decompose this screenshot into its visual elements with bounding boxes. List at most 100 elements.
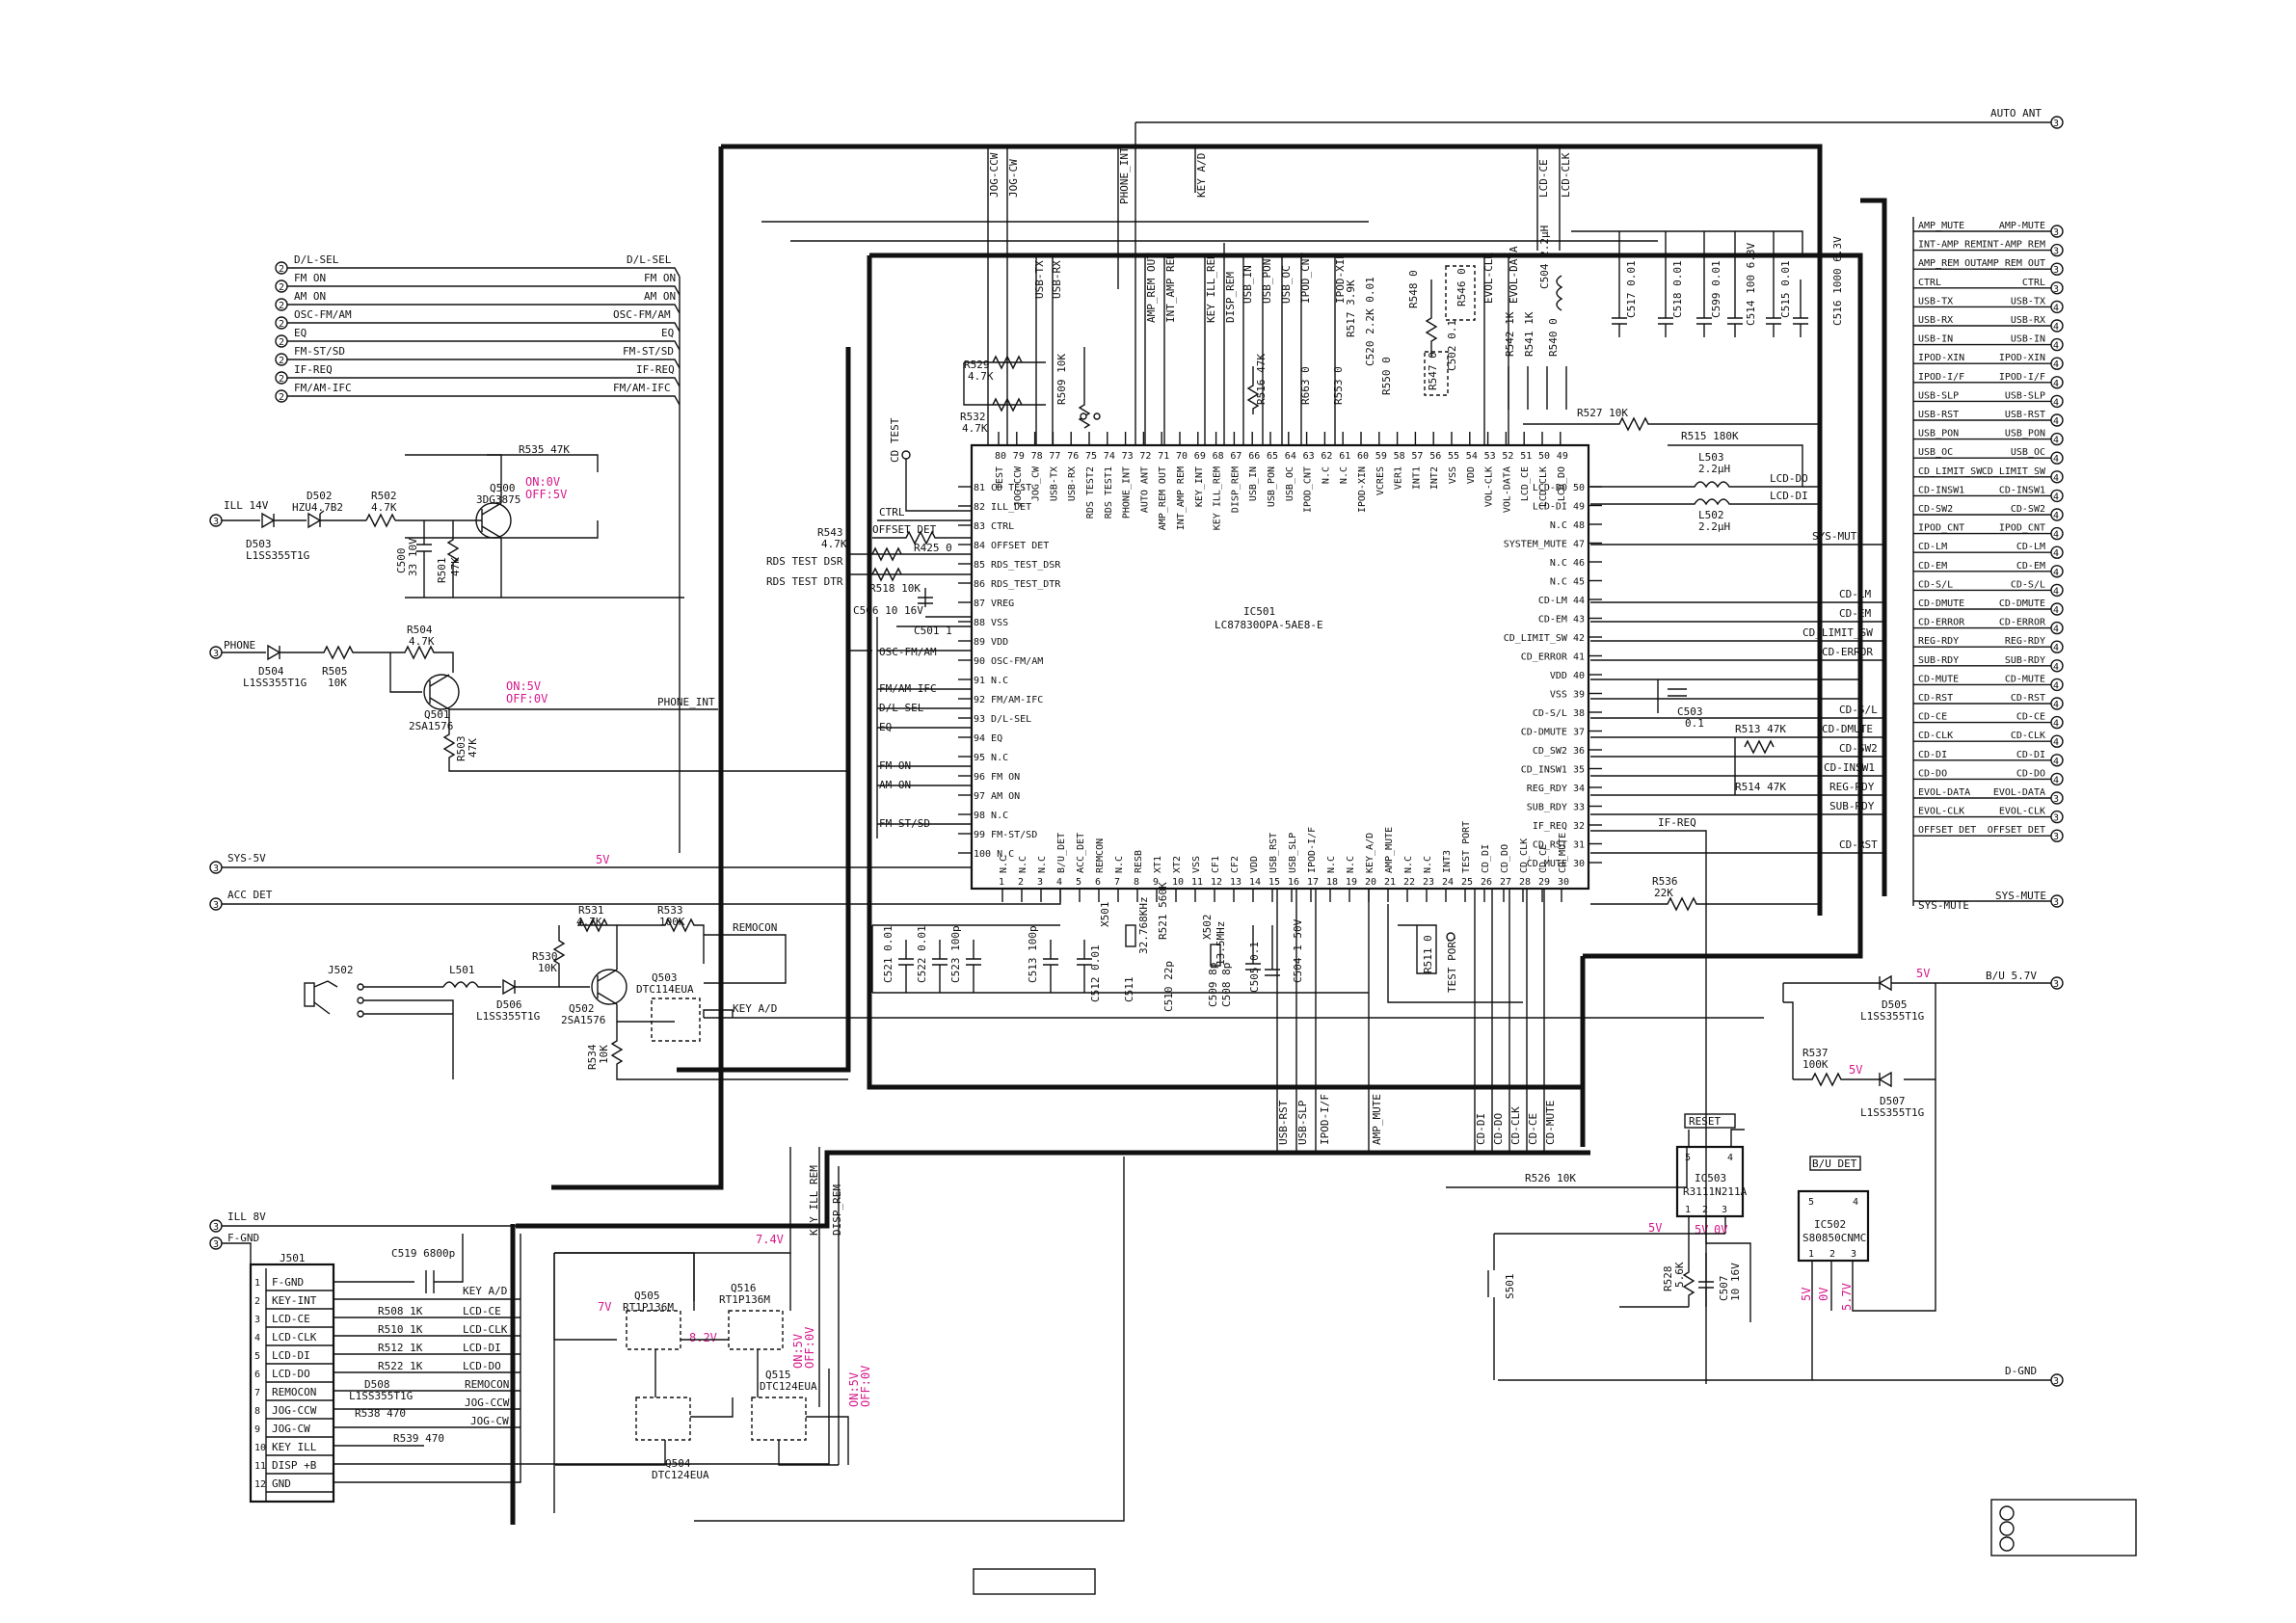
svg-text:C503: C503 — [1677, 705, 1703, 718]
connector-port — [2050, 772, 2064, 786]
connector-row-left: USB-TX — [1918, 296, 1953, 306]
ic-pin-name: VER1 — [1394, 466, 1404, 490]
svg-text:D-GND: D-GND — [2005, 1365, 2037, 1377]
svg-text:REG-RDY: REG-RDY — [1829, 781, 1875, 793]
connector-port-number: 3 — [2053, 227, 2059, 238]
svg-text:3: 3 — [213, 900, 219, 911]
connector-row-right: OFFSET DET — [1988, 825, 2045, 836]
connector-port — [2050, 791, 2064, 805]
svg-text:4.7K: 4.7K — [968, 370, 994, 383]
svg-text:R532: R532 — [960, 411, 986, 423]
svg-text:R522 1K: R522 1K — [378, 1360, 423, 1372]
ic-pin-number: 25 — [1461, 877, 1473, 888]
svg-text:CD-DI: CD-DI — [1475, 1113, 1487, 1145]
svg-text:R537: R537 — [1802, 1047, 1829, 1059]
ic-pin-name: VDD — [1249, 856, 1260, 873]
svg-text:R531: R531 — [578, 904, 604, 917]
svg-text:SUB-RDY: SUB-RDY — [1829, 800, 1875, 812]
d507-diode — [1878, 1071, 1892, 1088]
ic-pin-label: CD-EM 43 — [1538, 615, 1585, 625]
ic-pin-label: 84 OFFSET DET — [974, 541, 1049, 551]
svg-text:X501: X501 — [1099, 902, 1111, 928]
svg-text:CD-DMUTE: CD-DMUTE — [1822, 723, 1873, 735]
connector-port-number: 4 — [2053, 511, 2059, 521]
svg-text:REMOCON: REMOCON — [465, 1378, 509, 1391]
ic-pin-number: 13 — [1230, 877, 1241, 888]
page-strip — [973, 1568, 1096, 1595]
ic-pin-number: 76 — [1067, 451, 1079, 462]
svg-text:DTC124EUA: DTC124EUA — [652, 1469, 709, 1481]
ic-pin-label: CD-LM 44 — [1538, 596, 1585, 606]
reset-box — [1684, 1113, 1736, 1129]
connector-row-left: CD-LM — [1918, 542, 1947, 552]
ic-pin-number: 28 — [1519, 877, 1531, 888]
ic-pin-name: INT2 — [1429, 466, 1440, 490]
svg-text:CD-LM: CD-LM — [1839, 588, 1871, 600]
ic-pin-label: 86 RDS_TEST_DTR — [974, 579, 1061, 590]
svg-text:FM/AM-IFC: FM/AM-IFC — [879, 682, 937, 695]
r505-resistor — [280, 645, 390, 660]
svg-text:10K: 10K — [598, 1045, 610, 1064]
svg-text:KEY A/D: KEY A/D — [733, 1002, 777, 1015]
svg-text:IC502: IC502 — [1814, 1218, 1846, 1231]
ic-pin-number: 21 — [1384, 877, 1396, 888]
connector-port — [2050, 225, 2064, 238]
connector-row-right: USB-TX — [2011, 296, 2045, 306]
svg-text:2: 2 — [279, 282, 284, 293]
connector-row-left: CD-INSW1 — [1918, 485, 1964, 495]
svg-text:CD-SW2: CD-SW2 — [1839, 742, 1878, 755]
svg-text:LCD-DO: LCD-DO — [1770, 472, 1808, 485]
j501-pin-name: DISP +B — [272, 1459, 317, 1472]
connector-port-number: 4 — [2053, 473, 2059, 484]
ic-pin-number: 60 — [1357, 451, 1369, 462]
svg-text:R529: R529 — [964, 359, 990, 371]
svg-text:EQ: EQ — [879, 721, 892, 733]
ic-pin-number: 69 — [1194, 451, 1206, 462]
ic-pin-number: 49 — [1557, 451, 1568, 462]
j501-pin-name: JOG-CW — [272, 1423, 310, 1435]
connector-row-right: CD-MUTE — [2005, 674, 2045, 684]
j501-pin-number: 5 — [254, 1351, 260, 1362]
svg-text:ACC DET: ACC DET — [227, 889, 273, 901]
connector-port — [2050, 678, 2064, 692]
svg-text:47K: 47K — [449, 557, 462, 576]
svg-text:OFF:0V: OFF:0V — [859, 1366, 872, 1407]
connector-row-left: CD-CE — [1918, 712, 1947, 723]
svg-text:R502: R502 — [371, 490, 397, 502]
svg-text:ON:5V: ON:5V — [847, 1372, 861, 1407]
ic-pin-number: 73 — [1122, 451, 1134, 462]
svg-text:R521 560K: R521 560K — [1157, 882, 1169, 940]
svg-text:3: 3 — [2053, 897, 2059, 908]
ic-pin-name: N.C — [1326, 856, 1337, 873]
svg-text:DTC124EUA: DTC124EUA — [760, 1380, 817, 1393]
svg-text:R527 10K: R527 10K — [1577, 407, 1628, 419]
connector-port — [2050, 697, 2064, 710]
svg-text:32.768KHz: 32.768KHz — [1137, 896, 1150, 954]
svg-text:KEY ILL_REM: KEY ILL_REM — [1205, 253, 1217, 323]
connector-row-left: CD-S/L — [1918, 579, 1953, 590]
svg-text:3: 3 — [213, 649, 219, 659]
ic-pin-name: CF1 — [1211, 856, 1221, 873]
svg-text:3: 3 — [2053, 979, 2059, 990]
svg-text:LCD-CE: LCD-CE — [1537, 159, 1550, 198]
svg-text:USB-RX: USB-RX — [1051, 260, 1063, 299]
svg-text:IF-REQ: IF-REQ — [294, 363, 333, 376]
connector-row-left: CD-MUTE — [1918, 674, 1959, 684]
ic-pin-label: 82 ILL_DET — [974, 502, 1031, 513]
q504-transistor — [635, 1397, 691, 1441]
ic-pin-name: VCRES — [1375, 466, 1386, 495]
connector-port — [2050, 640, 2064, 653]
svg-text:FM ON: FM ON — [644, 272, 676, 284]
q502-transistor — [591, 969, 627, 1005]
ic-pin-name: LCD_CLK — [1538, 466, 1549, 507]
ic-pin-number: 65 — [1267, 451, 1278, 462]
ic-pin-name: DISP_REM — [1230, 466, 1241, 513]
connector-port-number: 4 — [2053, 436, 2059, 446]
ic-pin-name: IPOD-I/F — [1307, 827, 1318, 873]
connector-port — [2050, 526, 2064, 541]
